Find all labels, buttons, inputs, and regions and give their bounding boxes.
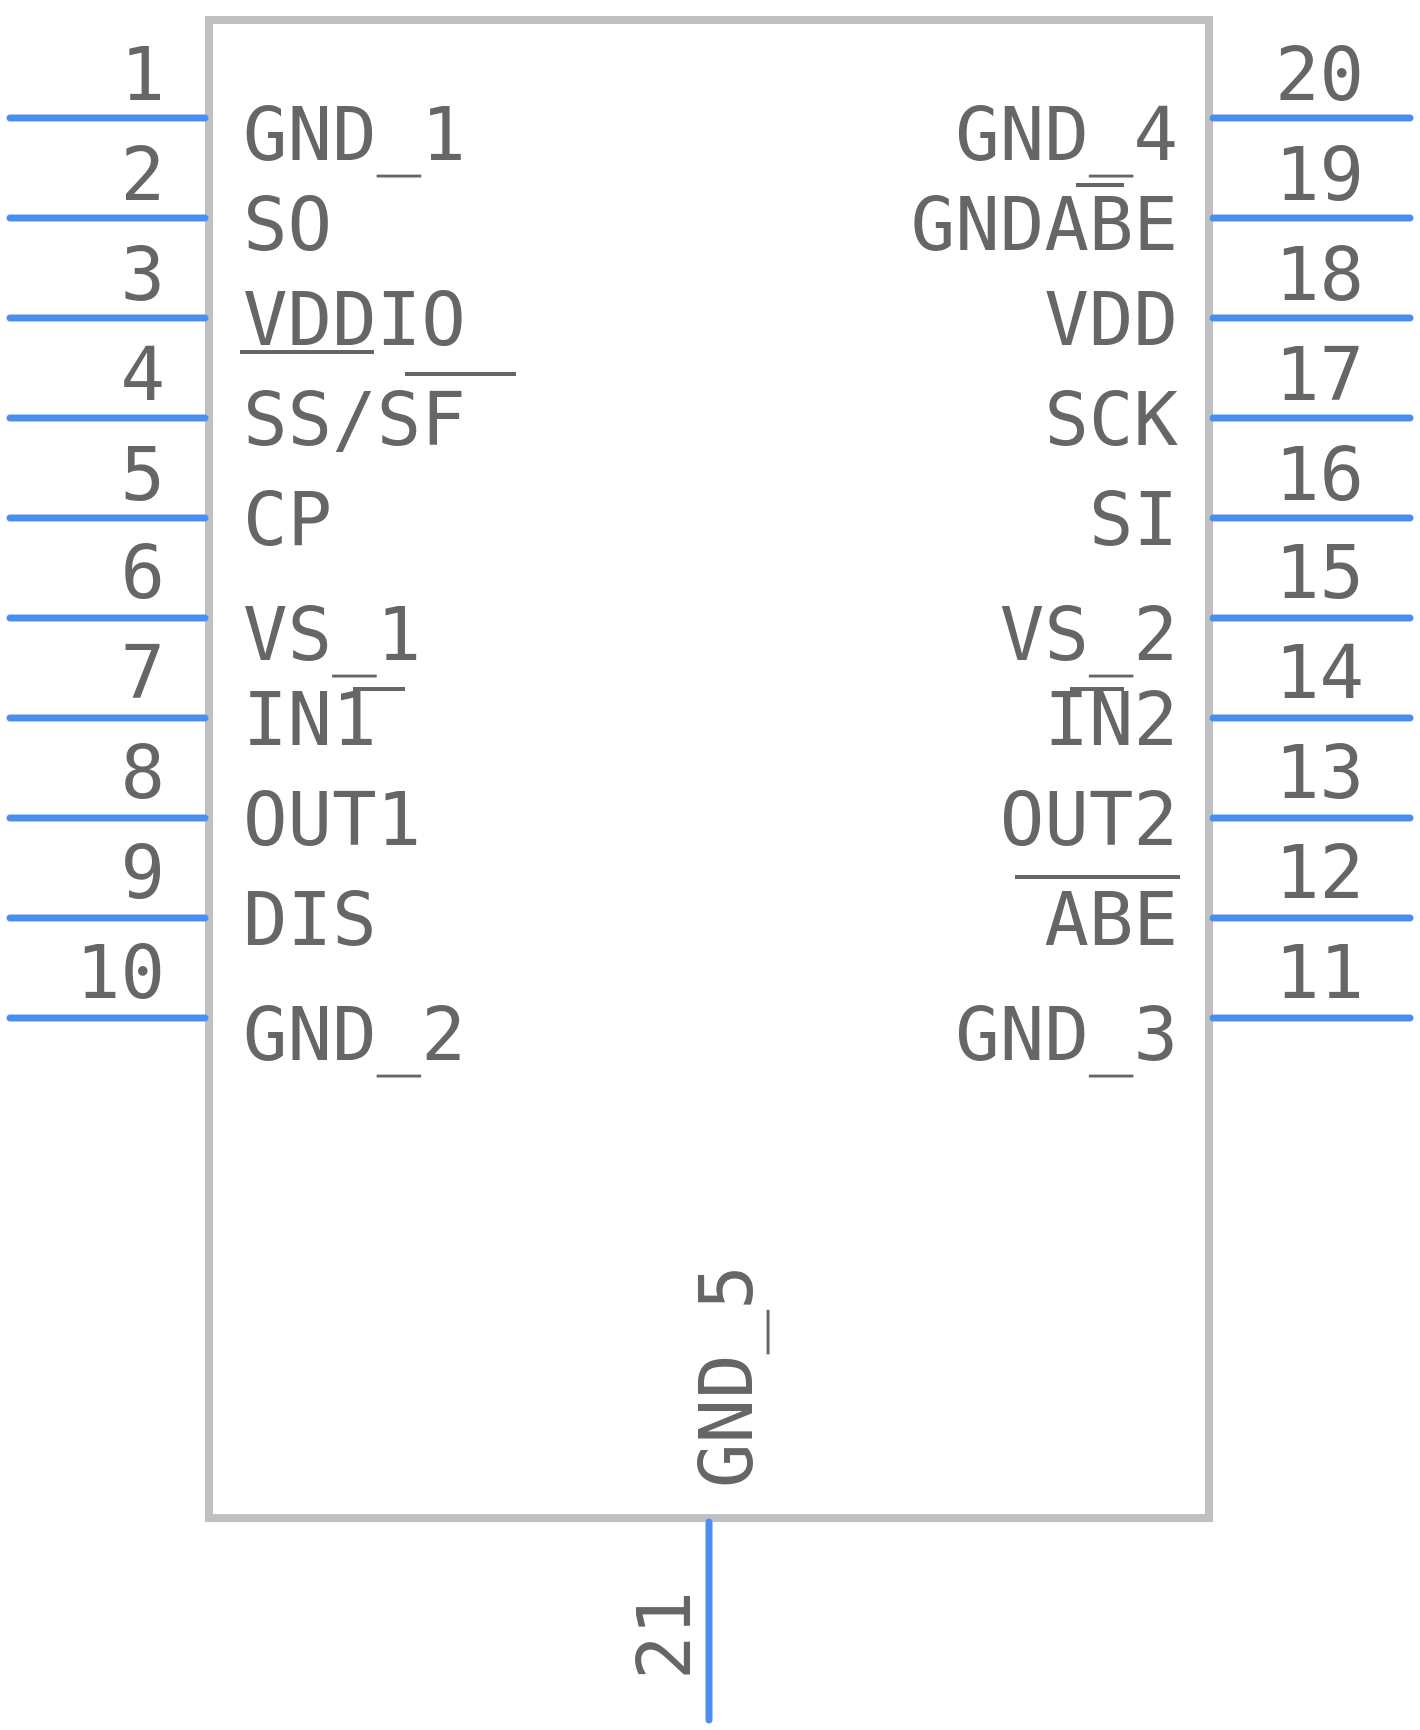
pin-name: VS_1 bbox=[243, 592, 421, 678]
pin-name: OUT2 bbox=[1000, 777, 1178, 863]
pin-number: 21 bbox=[622, 1591, 708, 1680]
pin-name: GNDABE bbox=[911, 182, 1178, 268]
pin-number: 20 bbox=[1275, 32, 1364, 118]
pin-number: 19 bbox=[1275, 132, 1364, 218]
component-body bbox=[205, 16, 1213, 1522]
pin-name: DIS bbox=[243, 877, 377, 963]
pin-2[interactable]: 2SO bbox=[6, 132, 332, 268]
pin-number: 1 bbox=[120, 32, 165, 118]
pin-number: 2 bbox=[120, 132, 165, 218]
pin-name: SI bbox=[1089, 477, 1178, 563]
pin-name: IN1 bbox=[243, 677, 377, 763]
pins-layer: 1GND_12SO3VDDIO4SS/SF5CP6VS_17IN18OUT19D… bbox=[6, 32, 1414, 1724]
pin-name: GND_2 bbox=[243, 992, 466, 1078]
pin-name: GND_1 bbox=[243, 92, 466, 178]
pin-name: CP bbox=[243, 477, 332, 563]
pin-number: 4 bbox=[120, 332, 165, 418]
pin-4[interactable]: 4SS/SF bbox=[6, 332, 466, 463]
pin-number: 7 bbox=[120, 630, 165, 716]
pin-21[interactable]: 21 GND_5 bbox=[622, 1265, 770, 1724]
pin-number: 10 bbox=[76, 930, 165, 1016]
overbars bbox=[240, 183, 1180, 879]
pin-name: GND_5 bbox=[684, 1265, 770, 1488]
pin-name: VS_2 bbox=[1000, 592, 1178, 678]
pin-5[interactable]: 5CP bbox=[6, 432, 332, 563]
pin-6[interactable]: 6VS_1 bbox=[6, 530, 421, 678]
pin-number: 15 bbox=[1275, 530, 1364, 616]
pin-name: VDD bbox=[1044, 277, 1178, 363]
pin-number: 3 bbox=[120, 232, 165, 318]
pin-number: 11 bbox=[1275, 930, 1364, 1016]
pin-number: 9 bbox=[120, 830, 165, 916]
pin-number: 14 bbox=[1275, 630, 1364, 716]
pin-name: GND_3 bbox=[955, 992, 1178, 1078]
pin-name: ABE bbox=[1044, 877, 1178, 963]
pin-name: IN2 bbox=[1044, 677, 1178, 763]
pin-number: 17 bbox=[1275, 332, 1364, 418]
pin-number: 12 bbox=[1275, 830, 1364, 916]
pin-number: 18 bbox=[1275, 232, 1364, 318]
pin-number: 8 bbox=[120, 730, 165, 816]
pin-name: GND_4 bbox=[955, 92, 1178, 178]
pin-name: OUT1 bbox=[243, 777, 421, 863]
pin-number: 5 bbox=[120, 432, 165, 518]
pin-number: 16 bbox=[1275, 432, 1364, 518]
pin-number: 13 bbox=[1275, 730, 1364, 816]
pin-name: SO bbox=[243, 182, 332, 268]
pin-name: SS/SF bbox=[243, 377, 466, 463]
pin-name: VDDIO bbox=[243, 277, 466, 363]
pin-number: 6 bbox=[120, 530, 165, 616]
pin-name: SCK bbox=[1044, 377, 1178, 463]
